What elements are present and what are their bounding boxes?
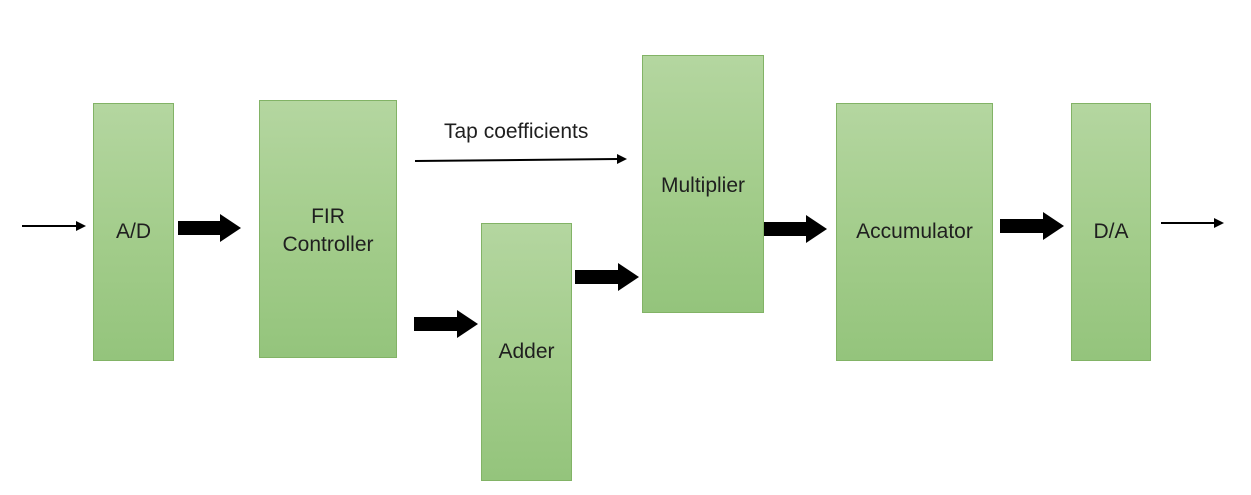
arrow-ad-to-fir [178, 214, 241, 242]
da-block: D/A [1071, 103, 1151, 361]
arrow-accumulator-to-da [1000, 212, 1064, 240]
input-arrow [22, 221, 86, 231]
adder-label: Adder [498, 340, 555, 363]
da-label: D/A [1093, 220, 1129, 243]
accumulator-block: Accumulator [836, 103, 993, 361]
multiplier-block: Multiplier [642, 55, 764, 313]
ad-block: A/D [93, 103, 174, 361]
output-arrow [1161, 218, 1224, 228]
accumulator-label: Accumulator [856, 220, 973, 243]
arrow-fir-to-adder [414, 310, 478, 338]
ad-label: A/D [115, 220, 151, 243]
adder-block: Adder [481, 223, 572, 481]
arrow-multiplier-to-accumulator [764, 215, 827, 243]
tap-coefficients-arrow [414, 154, 627, 164]
arrow-adder-to-multiplier [575, 263, 639, 291]
fir-controller-block: FIR Controller [259, 100, 397, 358]
multiplier-label: Multiplier [660, 174, 746, 197]
tap-coefficients-label: Tap coefficients [444, 120, 589, 143]
fir-controller-label: FIR Controller [282, 205, 374, 256]
